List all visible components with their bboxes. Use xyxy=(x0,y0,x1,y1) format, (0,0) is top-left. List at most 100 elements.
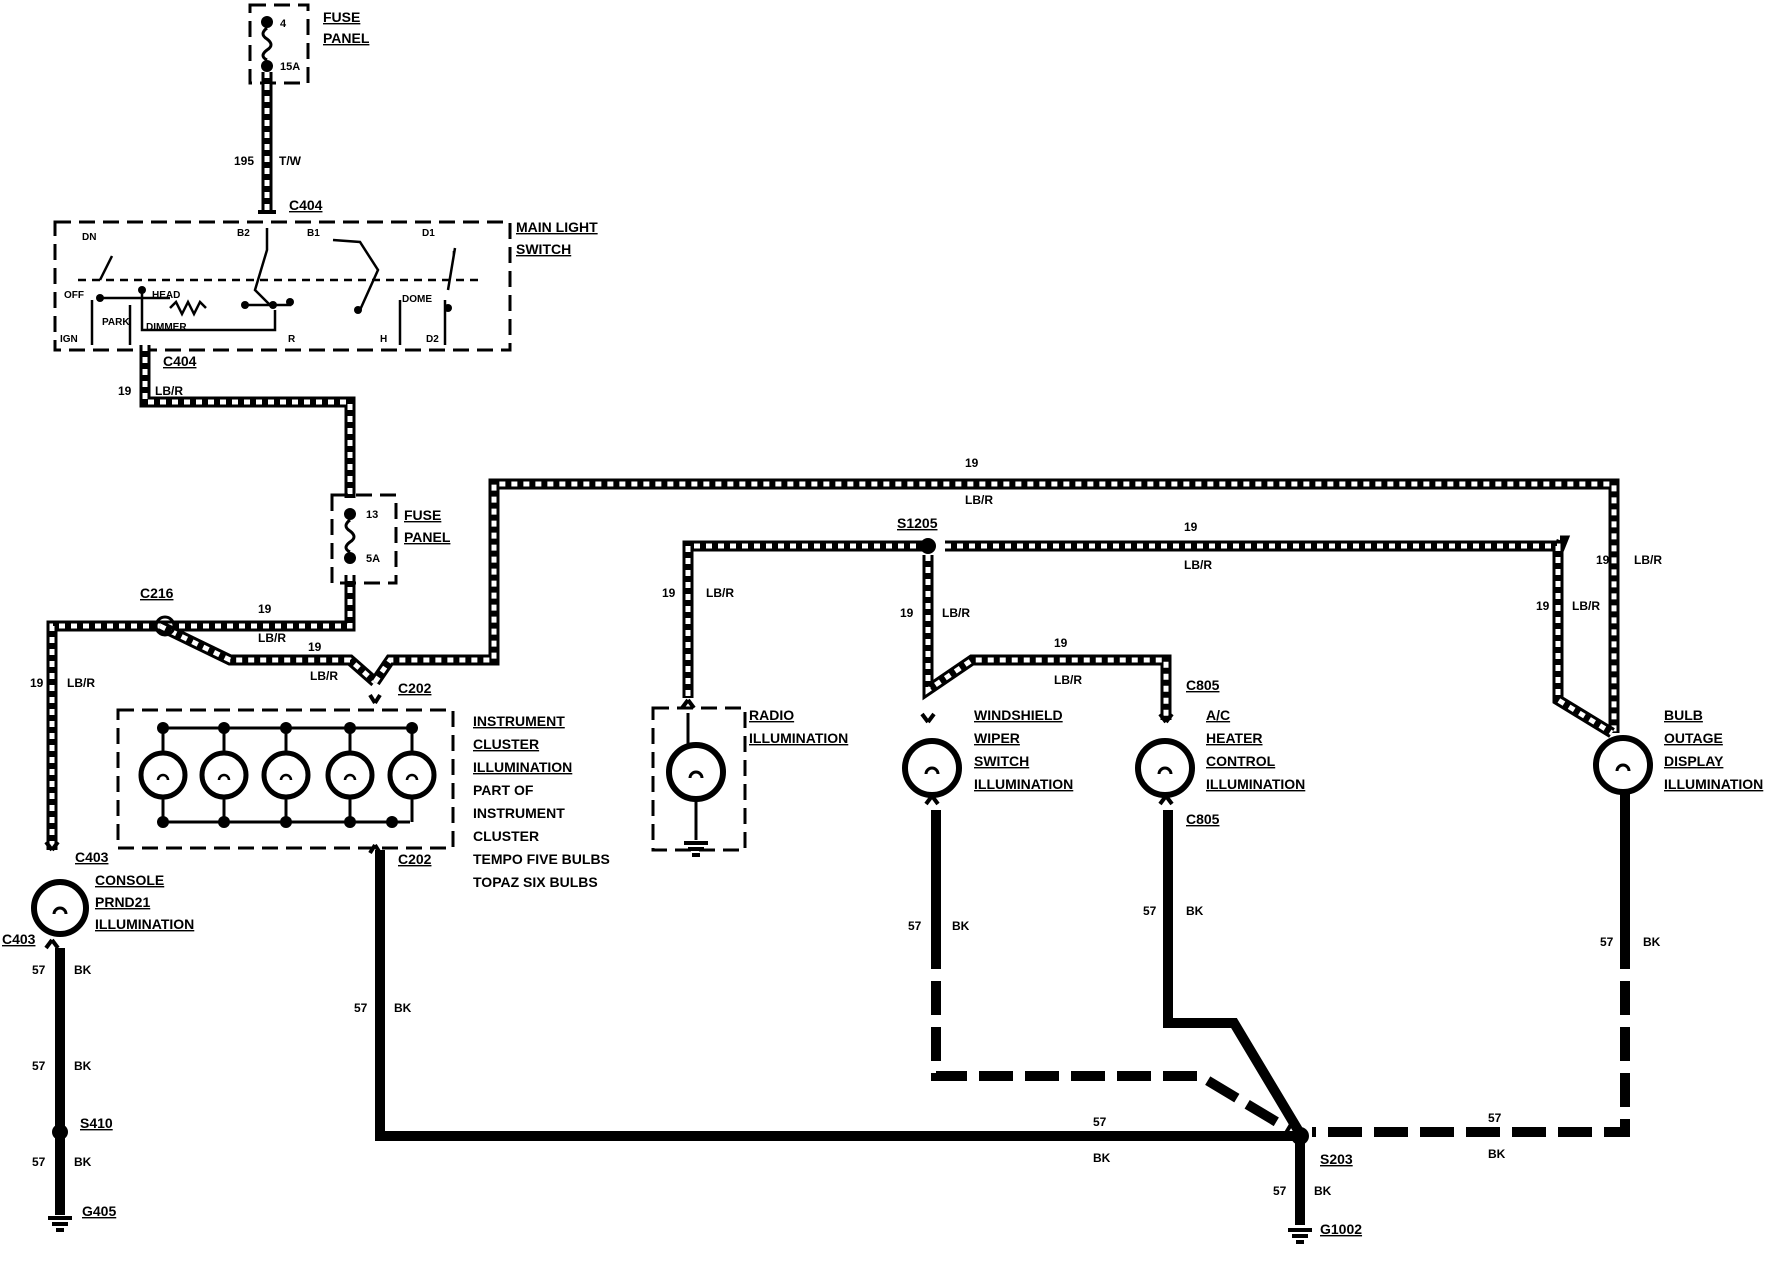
c202-bottom-label: C202 xyxy=(398,851,432,867)
wire-bk-label-g: BK xyxy=(1186,904,1204,918)
terminal-b2: B2 xyxy=(237,228,250,239)
wire-19-label-g: 19 xyxy=(662,586,676,600)
terminal-dn: DN xyxy=(82,232,96,243)
wire-lbr-label-e: LB/R xyxy=(965,493,993,507)
ac-label-2: HEATER xyxy=(1206,730,1263,746)
terminal-head: HEAD xyxy=(152,290,180,301)
ac-label-4: ILLUMINATION xyxy=(1206,776,1305,792)
g405-label: G405 xyxy=(82,1203,116,1219)
wiper-label-3: SWITCH xyxy=(974,753,1029,769)
ac-heater-control-illumination: C805 C805 A/C HEATER CONTROL ILLUMINATIO… xyxy=(1135,677,1305,1133)
radio-label-1: RADIO xyxy=(749,707,794,723)
wire-57-label-a: 57 xyxy=(354,1001,368,1015)
c404-top-label: C404 xyxy=(289,197,323,213)
fuse-top-label-1: FUSE xyxy=(323,9,360,25)
bulb-outage-label-1: BULB xyxy=(1664,707,1703,723)
terminal-b1: B1 xyxy=(307,228,320,239)
main-light-switch: C404 MAIN LIGHT SWITCH DN B2 B1 D1 I OFF… xyxy=(53,197,598,352)
main-light-switch-label-2: SWITCH xyxy=(516,241,571,257)
terminal-ign: IGN xyxy=(60,334,78,345)
wire-lbr-label-g: LB/R xyxy=(706,586,734,600)
wire-lbr-label-b: LB/R xyxy=(258,631,286,645)
wire-bk-label-b: BK xyxy=(1093,1151,1111,1165)
bulb-outage-label-4: ILLUMINATION xyxy=(1664,776,1763,792)
terminal-dimmer: DIMMER xyxy=(146,322,187,333)
wire-19-label-h: 19 xyxy=(1184,520,1198,534)
console-label-2: PRND21 xyxy=(95,894,150,910)
splice-s203-ground: S203 57 BK G1002 xyxy=(1273,1127,1362,1244)
wire-lbr-label-f: LB/R xyxy=(1634,553,1662,567)
terminal-off: OFF xyxy=(64,290,84,301)
wire-19-label-f: 19 xyxy=(1596,553,1610,567)
wire-57-label-d: 57 xyxy=(32,1059,46,1073)
wire-lbr-label-i: LB/R xyxy=(1572,599,1600,613)
cluster-label-2: CLUSTER xyxy=(473,736,539,752)
bulb-outage-display-illumination: BULB OUTAGE DISPLAY ILLUMINATION 57 BK 5… xyxy=(1312,707,1763,1161)
wire-195-label: 195 xyxy=(234,154,254,168)
wire-lbr-label-j: LB/R xyxy=(942,606,970,620)
wire-19-label-j: 19 xyxy=(900,606,914,620)
terminal-h: H xyxy=(380,334,387,345)
wire-57-label-g: 57 xyxy=(1143,904,1157,918)
splice-s1205: S1205 19 LB/R 19 LB/R 19 LB/R 19 LB/R xyxy=(897,515,1615,738)
cluster-label-1: INSTRUMENT xyxy=(473,713,565,729)
c404-bottom-label: C404 xyxy=(163,353,197,369)
wire-19-label-k: 19 xyxy=(1054,636,1068,650)
cluster-label-3: ILLUMINATION xyxy=(473,759,572,775)
wire-19-label-c: 19 xyxy=(308,640,322,654)
terminal-r: R xyxy=(288,334,296,345)
console-label-1: CONSOLE xyxy=(95,872,164,888)
wire-19-label-e: 19 xyxy=(965,456,979,470)
fuse-mid-label-2: PANEL xyxy=(404,529,451,545)
main-light-switch-label-1: MAIN LIGHT xyxy=(516,219,598,235)
wire-19-label-b: 19 xyxy=(258,602,272,616)
wire-57-label-j: 57 xyxy=(1273,1184,1287,1198)
wire-lbr-label-d: LB/R xyxy=(67,676,95,690)
wire-bk-label-f: BK xyxy=(952,919,970,933)
bulb-outage-label-2: OUTAGE xyxy=(1664,730,1723,746)
wire-19-label-a: 19 xyxy=(118,384,132,398)
wiper-label-2: WIPER xyxy=(974,730,1020,746)
s203-label: S203 xyxy=(1320,1151,1353,1167)
fuse-mid-rating: 5A xyxy=(366,553,380,565)
wire-lbr-label-h: LB/R xyxy=(1184,558,1212,572)
c805-top-label: C805 xyxy=(1186,677,1220,693)
wire-bk-label-d: BK xyxy=(74,1059,92,1073)
wire-lbr-label-k: LB/R xyxy=(1054,673,1082,687)
fuse-panel-mid: 13 5A FUSE PANEL xyxy=(330,493,451,585)
c202-top-label: C202 xyxy=(398,680,432,696)
wire-57-label-h: 57 xyxy=(1600,935,1614,949)
wiper-label-4: ILLUMINATION xyxy=(974,776,1073,792)
instrument-cluster: C202 INSTRUMENT CLUSTER ILLUMINATION PAR… xyxy=(116,680,610,890)
wire-19-switch-to-fuse: C404 19 LB/R xyxy=(118,345,356,498)
cluster-label-4: PART OF xyxy=(473,782,534,798)
terminal-d1: D1 xyxy=(422,228,435,239)
wire-lbr-label-a: LB/R xyxy=(155,384,183,398)
fuse-mid-label-1: FUSE xyxy=(404,507,441,523)
g1002-label: G1002 xyxy=(1320,1221,1362,1237)
radio-label-2: ILLUMINATION xyxy=(749,730,848,746)
fuse-top-label-2: PANEL xyxy=(323,30,370,46)
cluster-bulbs xyxy=(138,722,437,828)
wire-57-cluster: 57 BK 57 BK xyxy=(354,850,1300,1165)
cluster-label-6: CLUSTER xyxy=(473,828,539,844)
fuse-panel-top: 4 15A FUSE PANEL xyxy=(248,3,370,85)
console-label-3: ILLUMINATION xyxy=(95,916,194,932)
wire-19-fuse-to-loads: C216 19 LB/R 19 LB/R 19 LB/R 19 LB/R 19 … xyxy=(30,456,1662,850)
wire-bk-label-a: BK xyxy=(394,1001,412,1015)
s410-label: S410 xyxy=(80,1115,113,1131)
wire-19-label-i: 19 xyxy=(1536,599,1550,613)
cluster-label-5: INSTRUMENT xyxy=(473,805,565,821)
radio-illumination: 19 LB/R RADIO ILLUMINATION xyxy=(651,540,928,857)
terminal-d2: D2 xyxy=(426,334,439,345)
terminal-dome: DOME xyxy=(402,294,432,305)
c805-bottom-label: C805 xyxy=(1186,811,1220,827)
c216-label: C216 xyxy=(140,585,174,601)
ac-label-3: CONTROL xyxy=(1206,753,1276,769)
wiper-switch-illumination: WINDSHIELD WIPER SWITCH ILLUMINATION 57 … xyxy=(902,707,1293,1135)
fuse-top-number: 4 xyxy=(280,18,287,30)
wire-57-label-f: 57 xyxy=(908,919,922,933)
wire-bk-label-e: BK xyxy=(74,1155,92,1169)
c403-top-label: C403 xyxy=(75,849,109,865)
